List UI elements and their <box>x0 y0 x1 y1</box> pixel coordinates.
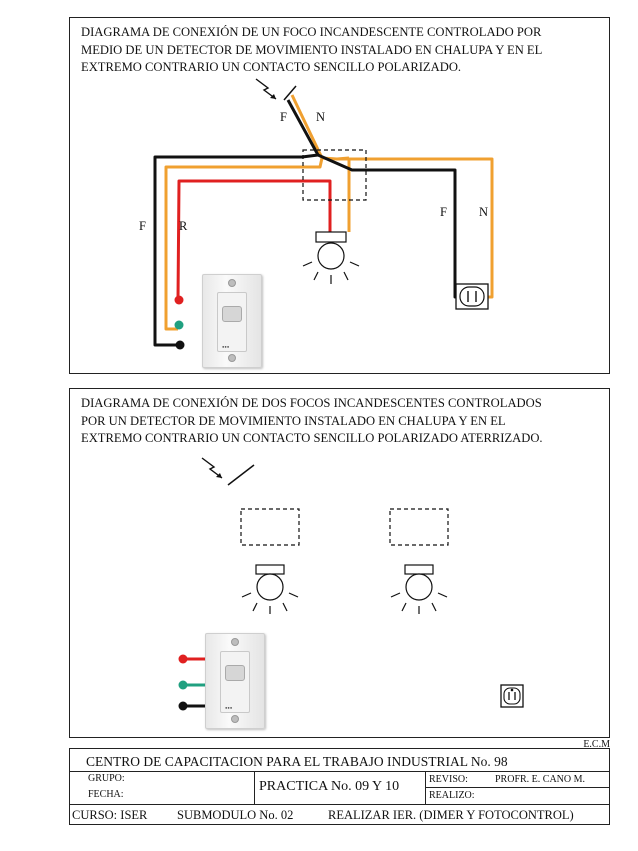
junction-box <box>389 508 449 546</box>
fecha-label: FECHA: <box>88 789 124 800</box>
supply-lightning-icon <box>255 78 277 100</box>
author-signature: E.C.M <box>583 739 610 750</box>
panel-one-title-line: EXTREMO CONTRARIO UN CONTACTO SENCILLO P… <box>81 60 462 75</box>
terminal-black <box>175 340 185 350</box>
wire-black-phase <box>153 99 461 347</box>
reviso-label: REVISO: <box>429 774 468 785</box>
panel-one-title: DIAGRAMA DE CONEXIÓN DE UN FOCO INCANDES… <box>81 24 606 77</box>
panel-two-title-line: EXTREMO CONTRARIO UN CONTACTO SENCILLO P… <box>81 431 543 446</box>
course-name: CURSO: ISER <box>72 808 148 822</box>
screw-icon <box>228 279 236 287</box>
supply-lightning-icon <box>201 457 223 479</box>
wire-red-return <box>176 179 332 301</box>
task-description: REALIZAR IER. (DIMER Y FOTOCONTROL) <box>328 808 574 822</box>
diagram-panel-two: DIAGRAMA DE CONEXIÓN DE DOS FOCOS INCAND… <box>69 388 610 738</box>
divider <box>425 787 610 788</box>
title-block: CENTRO DE CAPACITACION PARA EL TRABAJO I… <box>69 748 610 825</box>
terminal-black <box>178 701 188 711</box>
brand-logo-icon: ●●● <box>222 344 230 349</box>
motion-sensor-switch: ●●● <box>202 274 264 370</box>
panel-one-title-line: DIAGRAMA DE CONEXIÓN DE UN FOCO INCANDES… <box>81 25 542 39</box>
lamp-icon <box>302 231 360 284</box>
panel-two-title-line: DIAGRAMA DE CONEXIÓN DE DOS FOCOS INCAND… <box>81 396 542 410</box>
institution-name: CENTRO DE CAPACITACION PARA EL TRABAJO I… <box>86 754 508 769</box>
label-phase-right: F <box>440 205 447 219</box>
junction-box <box>240 508 300 546</box>
supply-line <box>227 464 255 486</box>
supply-line <box>283 85 297 101</box>
sensor-body <box>217 292 247 352</box>
terminal-teal <box>174 320 184 330</box>
lamp-icon <box>390 564 448 614</box>
motion-sensor-switch: ●●● <box>205 633 267 731</box>
panel-one-title-line: MEDIO DE UN DETECTOR DE MOVIMIENTO INSTA… <box>81 42 543 57</box>
junction-box <box>302 149 367 201</box>
realizo-label: REALIZO: <box>429 790 475 801</box>
submodule-number: SUBMODULO No. 02 <box>177 808 294 822</box>
sensor-lens-icon <box>225 665 245 681</box>
terminal-red <box>178 654 188 664</box>
diagram-panel-one: DIAGRAMA DE CONEXIÓN DE UN FOCO INCANDES… <box>69 17 610 374</box>
lamp-icon <box>241 564 299 614</box>
divider <box>254 771 255 804</box>
divider <box>70 771 609 772</box>
practice-number: PRACTICA No. 09 Y 10 <box>259 779 400 794</box>
divider <box>70 804 609 805</box>
reviewer-name: PROFR. E. CANO M. <box>495 774 586 785</box>
label-neutral-top: N <box>316 110 326 124</box>
sensor-lens-icon <box>222 306 242 322</box>
screw-icon <box>228 354 236 362</box>
grupo-label: GRUPO: <box>88 773 125 784</box>
screw-icon <box>231 638 239 646</box>
brand-logo-icon: ●●● <box>225 705 233 710</box>
label-phase-top: F <box>280 110 287 124</box>
terminal-teal <box>178 680 188 690</box>
screw-icon <box>231 715 239 723</box>
label-neutral-right: N <box>479 205 489 219</box>
outlet-icon <box>455 283 489 310</box>
terminal-red <box>174 295 184 305</box>
sensor-body <box>220 651 250 713</box>
grounded-outlet-icon <box>500 684 524 708</box>
panel-two-title: DIAGRAMA DE CONEXIÓN DE DOS FOCOS INCAND… <box>81 395 606 448</box>
panel-two-title-line: POR UN DETECTOR DE MOVIMIENTO INSTALADO … <box>81 413 506 428</box>
label-phase-left: F <box>139 219 146 233</box>
label-return-left: R <box>179 219 188 233</box>
